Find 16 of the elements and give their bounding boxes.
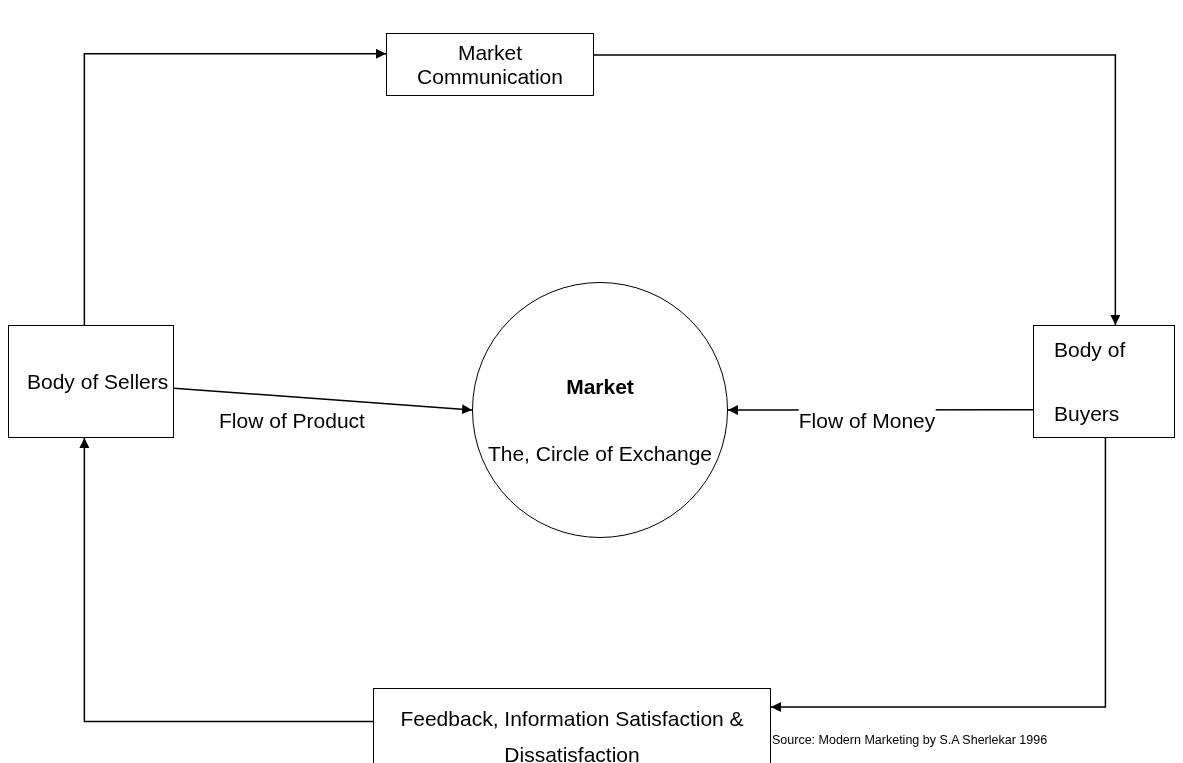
- process-box: [1033, 325, 1175, 438]
- process-box: [8, 325, 174, 438]
- arrow: [770, 437, 1107, 712]
- process-box: [373, 688, 771, 763]
- arrow: [593, 54, 1121, 326]
- node-text: Body of Sellers: [27, 368, 170, 395]
- edge-label: Flow of Money: [798, 409, 936, 433]
- node-text: Body of Buyers: [1054, 336, 1127, 427]
- node-text: Market Communication: [416, 40, 564, 89]
- arrow: [79, 437, 374, 723]
- heading: Market: [565, 374, 635, 400]
- node-text: The, Circle of Exchange: [486, 441, 714, 467]
- arrow: [83, 48, 387, 326]
- node-text: Feedback, Information Satisfaction & Dissatisfaction: [399, 706, 745, 763]
- arrow: [173, 387, 473, 415]
- process-box: [386, 33, 594, 96]
